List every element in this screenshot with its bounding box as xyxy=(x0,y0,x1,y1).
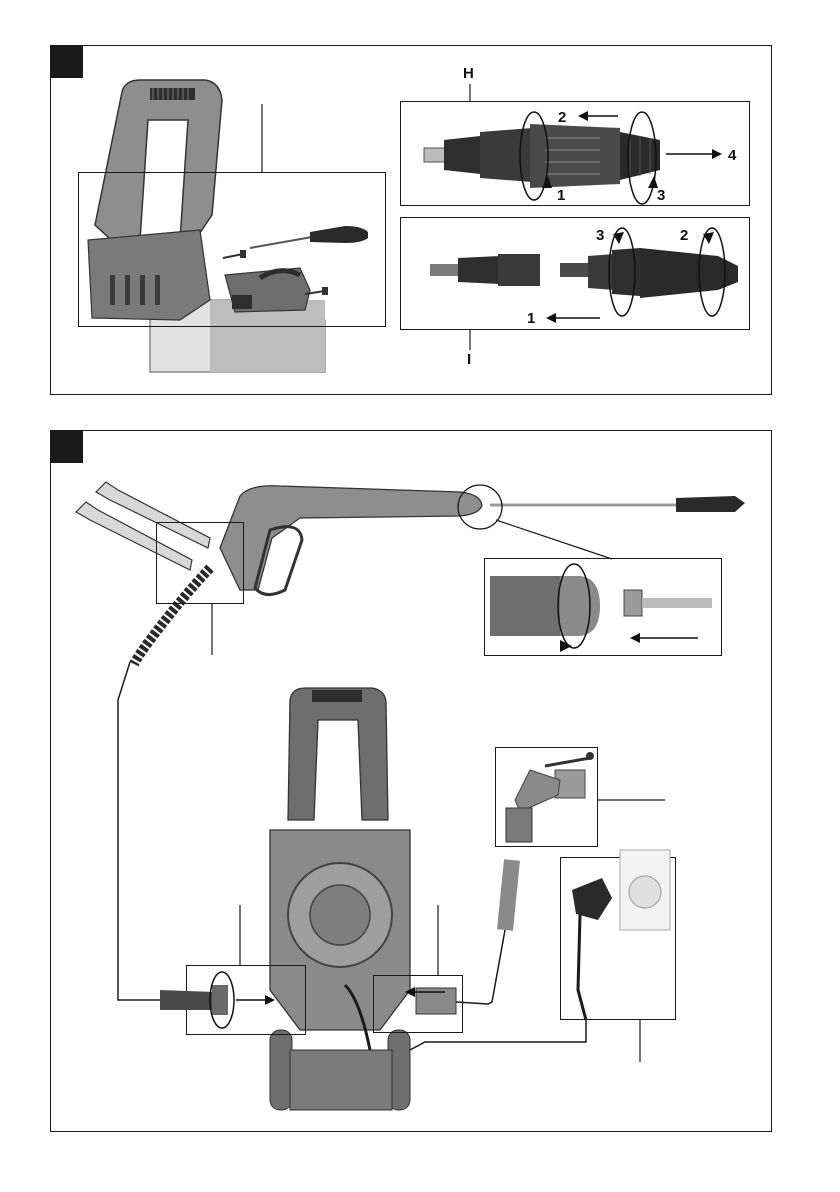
power-socket-illustration xyxy=(0,0,840,1192)
